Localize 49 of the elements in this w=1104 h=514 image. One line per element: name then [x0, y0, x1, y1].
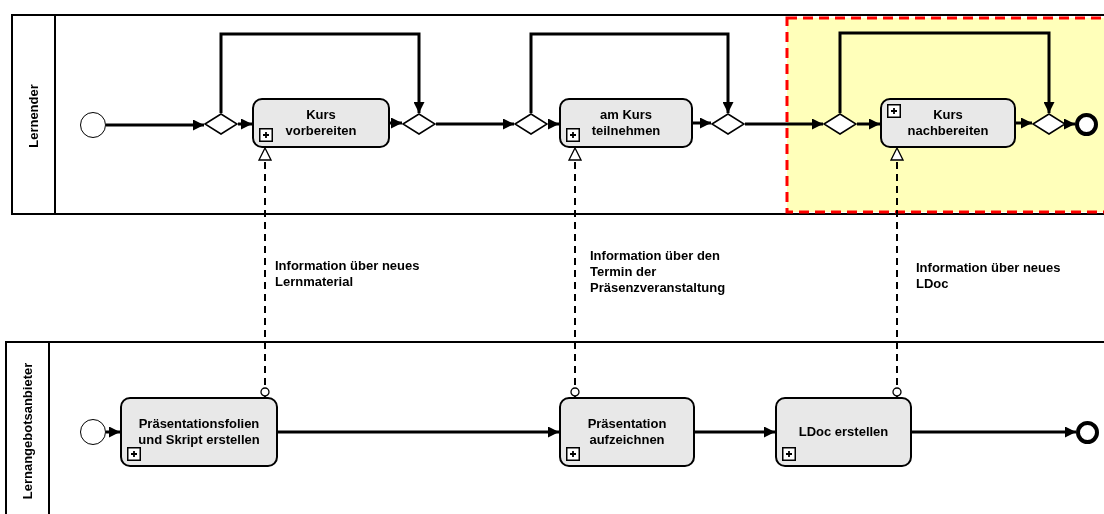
- start-event-circle: [80, 112, 106, 138]
- sequence-flow-arrow: [695, 426, 775, 438]
- gateway-diamond: [1032, 113, 1066, 135]
- edge-label: Information über neues Lernmaterial: [275, 258, 421, 290]
- gateway-diamond: [711, 113, 745, 135]
- sequence-flow-arrow: [219, 32, 425, 113]
- end-event-circle: [1075, 113, 1098, 136]
- lane-title: Lernangebotsanbieter: [19, 362, 35, 500]
- gateway-diamond: [402, 113, 436, 135]
- sequence-flow-arrow: [278, 426, 559, 438]
- gateway-diamond: [204, 113, 238, 135]
- sequence-flow-arrow: [390, 117, 402, 129]
- subprocess-box: [559, 397, 695, 467]
- swimlane: [11, 14, 1104, 215]
- task-label: Kurs nachbereiten: [906, 107, 990, 139]
- sequence-flow-arrow: [1016, 117, 1032, 129]
- lane-title: Lernender: [25, 84, 41, 148]
- sequence-flow-arrow: [857, 118, 880, 130]
- sequence-flow-arrow: [106, 119, 204, 131]
- edge-label: Information über den Termin der Präsenzveranstaltung: [590, 248, 727, 296]
- subprocess-box: [775, 397, 912, 467]
- edge-label: Information über neues LDoc: [916, 260, 1062, 292]
- task-label: LDoc erstellen: [798, 424, 889, 440]
- start-event-circle: [80, 419, 106, 445]
- task-label: Präsentationsfolien und Skript erstellen: [137, 416, 261, 448]
- end-event-circle: [1076, 421, 1099, 444]
- subprocess-box: [559, 98, 693, 148]
- sequence-flow-arrow: [529, 32, 734, 113]
- message-flow-arrow: [568, 147, 582, 398]
- sequence-flow-arrow: [106, 426, 120, 438]
- swimlane: [5, 341, 1104, 514]
- sequence-flow-arrow: [436, 118, 514, 130]
- subprocess-box: [120, 397, 278, 467]
- sequence-flow-arrow: [912, 426, 1076, 438]
- task-label: Kurs vorbereiten: [284, 107, 358, 139]
- sequence-flow-arrow: [548, 118, 559, 130]
- message-flow-arrow: [258, 147, 272, 398]
- sequence-flow-arrow: [693, 117, 711, 129]
- gateway-diamond: [514, 113, 548, 135]
- sequence-flow-arrow: [745, 118, 823, 130]
- sequence-flow-arrow: [238, 118, 252, 130]
- task-label: am Kurs teilnehmen: [590, 107, 662, 139]
- subprocess-box: [252, 98, 390, 148]
- gateway-diamond: [823, 113, 857, 135]
- task-label: Präsentation aufzeichnen: [586, 416, 668, 448]
- sequence-flow-arrow: [1064, 118, 1075, 130]
- sequence-flow-arrow: [838, 31, 1055, 113]
- message-flow-arrow: [890, 147, 904, 398]
- subprocess-box: [880, 98, 1016, 148]
